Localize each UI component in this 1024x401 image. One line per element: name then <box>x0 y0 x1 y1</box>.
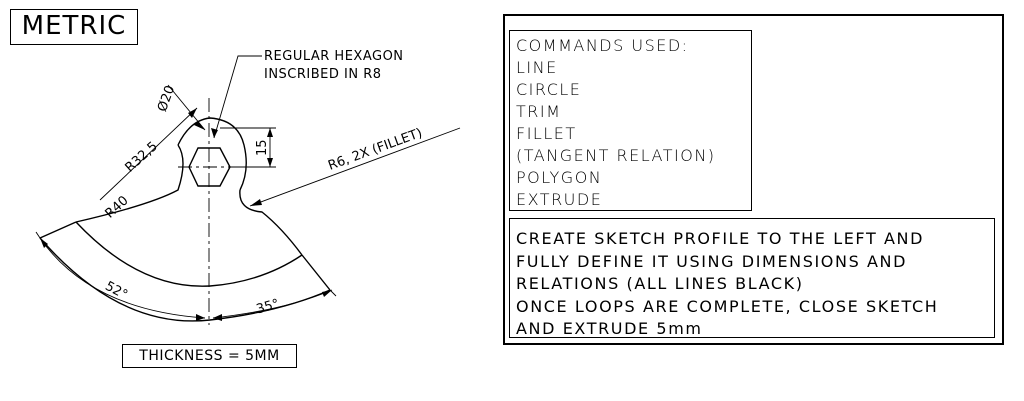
thickness-label: THICKNESS = 5MM <box>122 344 297 368</box>
right-fillet <box>239 189 303 256</box>
instruction-line: RELATIONS (ALL LINES BLACK) <box>516 274 804 293</box>
instruction-line: ONCE LOOPS ARE COMPLETE, CLOSE SKETCH <box>516 296 939 316</box>
commands-box: COMMANDS USED: LINE CIRCLE TRIM FILLET (… <box>509 30 752 211</box>
instruction-line: FULLY DEFINE IT USING DIMENSIONS AND <box>516 251 908 271</box>
command-item: CIRCLE <box>516 80 582 99</box>
hexagon-note-line2: INSCRIBED IN R8 <box>264 67 382 82</box>
inner-arc <box>75 221 303 287</box>
right-edge <box>301 254 331 291</box>
command-item: (TANGENT RELATION) <box>516 146 716 165</box>
command-item: LINE <box>516 58 558 77</box>
command-item: EXTRUDE <box>516 190 603 209</box>
commands-heading: COMMANDS USED: <box>516 36 689 55</box>
cad-drawing: REGULAR HEXAGON INSCRIBED IN R8 Ø20 R32,… <box>35 49 461 325</box>
command-item: TRIM <box>516 102 562 121</box>
instruction-line: AND EXTRUDE 5mm <box>516 319 703 338</box>
boss-circle <box>177 117 247 191</box>
command-item: POLYGON <box>516 168 603 187</box>
dim-diameter-20: Ø20 <box>155 84 178 114</box>
instructions-panel <box>503 14 1004 345</box>
outer-arc <box>39 237 331 322</box>
left-fillet <box>75 144 184 223</box>
hexagon-note-line1: REGULAR HEXAGON <box>264 49 404 64</box>
dim-35-deg: 35° <box>255 297 281 318</box>
instructions-box: CREATE SKETCH PROFILE TO THE LEFT AND FU… <box>509 218 995 338</box>
dim-r40: R40 <box>103 193 132 221</box>
dim-52-deg: 52° <box>102 279 129 303</box>
dim-15: 15 <box>255 139 270 156</box>
left-edge <box>39 221 77 239</box>
dim-fillet: R6, 2X (FILLET) <box>326 126 424 174</box>
metric-title: METRIC <box>10 9 138 45</box>
command-item: FILLET <box>516 124 577 143</box>
dim-r32-5: R32,5 <box>123 139 161 176</box>
instruction-line: CREATE SKETCH PROFILE TO THE LEFT AND <box>516 229 925 248</box>
